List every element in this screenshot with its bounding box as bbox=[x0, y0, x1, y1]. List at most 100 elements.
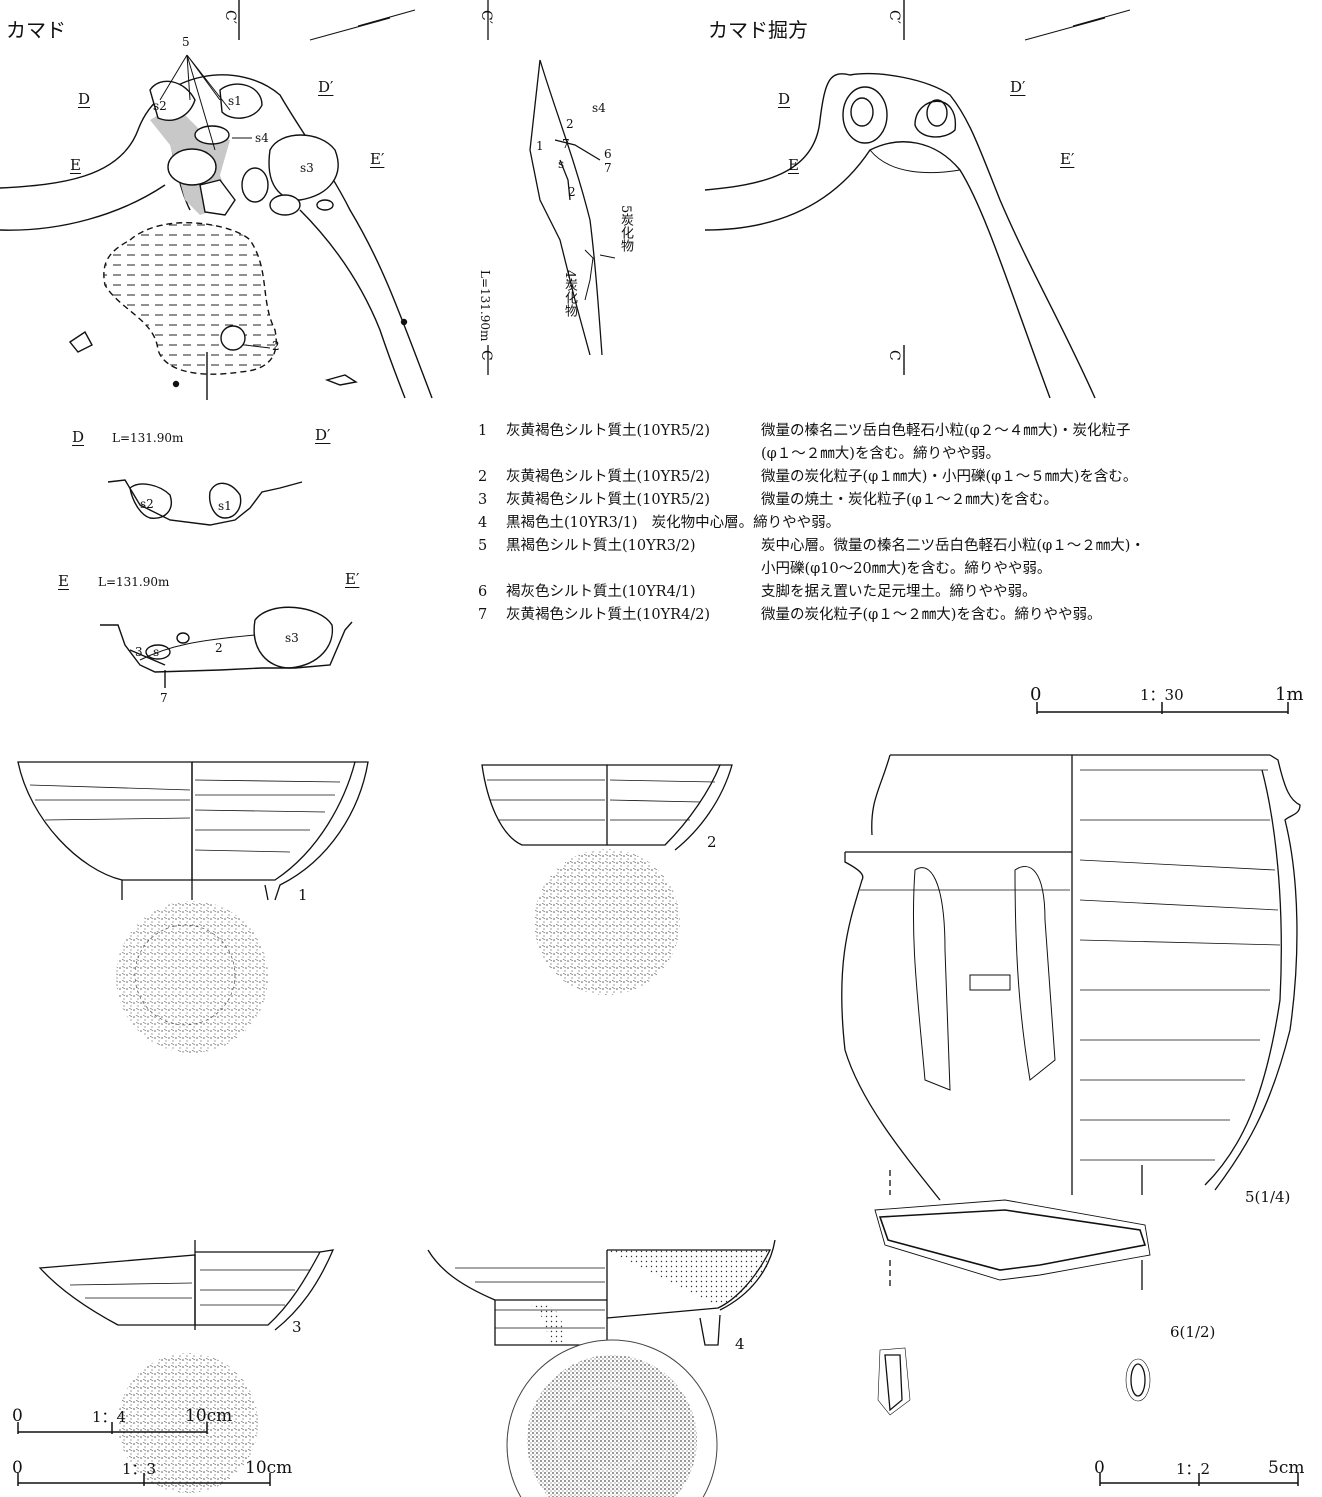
scale-2 bbox=[1099, 1473, 1299, 1486]
kamado-pit-plan bbox=[704, 0, 1131, 399]
label-s2: s2 bbox=[153, 99, 167, 113]
legend-row-6: 6 褐灰色シルト質土(10YR4/1) 支脚を据え置いた足元埋土。締りやや弱。 bbox=[478, 581, 1318, 604]
layer-legend: 1 灰黄褐色シルト質土(10YR5/2) 微量の榛名二ツ岳白色軽石小粒(φ２～４… bbox=[478, 420, 1318, 627]
scale-2-end: 5cm bbox=[1268, 1458, 1305, 1478]
legend-soil-name: 黒褐色シルト質土(10YR3/2) bbox=[506, 538, 696, 554]
legend-number: 1 bbox=[478, 423, 488, 439]
label-stone-group: 5 bbox=[182, 35, 190, 49]
legend-number: 5 bbox=[478, 538, 488, 554]
artifact-4 bbox=[427, 1239, 776, 1497]
section-e-prime-mark: E′ bbox=[345, 570, 360, 588]
scale-4-ratio: 1：4 bbox=[92, 1408, 127, 1426]
label-s4: s4 bbox=[255, 131, 269, 145]
section-e-mark: E bbox=[58, 572, 69, 590]
legend-row-5: 5 黒褐色シルト質土(10YR3/2) 炭中心層。微量の榛名二ツ岳白色軽石小粒(… bbox=[478, 535, 1318, 558]
section-e-label-s: s bbox=[153, 645, 160, 659]
section-e-label-s3: s3 bbox=[285, 631, 299, 645]
kamado-plan bbox=[0, 0, 433, 400]
legend-soil-name: 灰黄褐色シルト質土(10YR5/2) bbox=[506, 423, 711, 439]
mark-c-prime: C′ bbox=[222, 10, 238, 24]
section-d-label-s2: s2 bbox=[140, 497, 154, 511]
scale-3-zero: 0 bbox=[12, 1458, 23, 1478]
pit-mark-c-prime: C′ bbox=[886, 10, 902, 24]
section-d-elevation: L=131.90m bbox=[112, 431, 184, 445]
artifact-1-number: 1 bbox=[298, 886, 308, 904]
profile-label-charcoal-4: 4炭化物 bbox=[562, 270, 577, 318]
scale-3-end: 10cm bbox=[245, 1458, 293, 1478]
scale-3 bbox=[17, 1473, 271, 1486]
label-s3: s3 bbox=[300, 161, 314, 175]
profile-label-charcoal-5: 5炭化物 bbox=[618, 205, 633, 253]
legend-number: 6 bbox=[478, 584, 488, 600]
artifact-5-number: 5(1/4) bbox=[1245, 1188, 1291, 1206]
scale-30 bbox=[1036, 702, 1289, 714]
legend-description: 支脚を据え置いた足元埋土。締りやや弱。 bbox=[761, 584, 1037, 600]
legend-row-1: 1 灰黄褐色シルト質土(10YR5/2) 微量の榛名二ツ岳白色軽石小粒(φ２～４… bbox=[478, 420, 1318, 443]
profile-elevation: L=131.90m bbox=[478, 270, 492, 342]
scale-2-zero: 0 bbox=[1094, 1458, 1105, 1478]
pit-mark-e-prime: E′ bbox=[1060, 150, 1075, 168]
legend-number: 2 bbox=[478, 469, 488, 485]
legend-description: 炭化物中心層。締りやや弱。 bbox=[651, 515, 841, 531]
artifact-2 bbox=[481, 764, 733, 995]
legend-soil-name: 黒褐色土(10YR3/1) bbox=[506, 515, 638, 531]
profile-c bbox=[487, 0, 616, 375]
section-e-elevation: L=131.90m bbox=[98, 575, 170, 589]
legend-soil-name: 灰黄褐色シルト質土(10YR5/2) bbox=[506, 469, 711, 485]
legend-description: 微量の焼土・炭化粒子(φ１～２㎜大)を含む。 bbox=[761, 492, 1058, 508]
legend-row-4: 4 黒褐色土(10YR3/1) 炭化物中心層。締りやや弱。 bbox=[478, 512, 1318, 535]
legend-row-2: 2 灰黄褐色シルト質土(10YR5/2) 微量の炭化粒子(φ１㎜大)・小円礫(φ… bbox=[478, 466, 1318, 489]
pit-mark-c: C bbox=[886, 350, 902, 361]
scale-3-ratio: 1：3 bbox=[122, 1460, 157, 1478]
profile-label-2: 2 bbox=[566, 117, 574, 131]
profile-mark-c: C bbox=[478, 350, 494, 361]
profile-label-s: s bbox=[558, 157, 565, 171]
legend-number: 3 bbox=[478, 492, 488, 508]
legend-row-3: 3 灰黄褐色シルト質土(10YR5/2) 微量の焼土・炭化粒子(φ１～２㎜大)を… bbox=[478, 489, 1318, 512]
pit-mark-d-prime: D′ bbox=[1010, 78, 1026, 96]
artifact-4-number: 4 bbox=[735, 1335, 745, 1353]
artifact-6 bbox=[874, 1165, 1151, 1416]
scale-4-end: 10cm bbox=[185, 1406, 233, 1426]
section-e bbox=[100, 606, 353, 688]
legend-soil-name: 灰黄褐色シルト質土(10YR4/2) bbox=[506, 607, 711, 623]
kamado-title: カマド bbox=[6, 18, 66, 42]
scale-2-ratio: 1：2 bbox=[1176, 1460, 1211, 1478]
scale-4 bbox=[17, 1422, 208, 1434]
mark-d-prime: D′ bbox=[318, 78, 334, 96]
profile-label-s4: s4 bbox=[592, 101, 606, 115]
profile-label-6: 6 bbox=[604, 147, 612, 161]
pit-mark-e: E bbox=[788, 156, 799, 174]
section-d bbox=[107, 479, 303, 526]
legend-soil-name: 灰黄褐色シルト質土(10YR5/2) bbox=[506, 492, 711, 508]
legend-description: 微量の榛名二ツ岳白色軽石小粒(φ２～４㎜大)・炭化粒子 bbox=[761, 423, 1131, 439]
legend-description: 微量の炭化粒子(φ１㎜大)・小円礫(φ１～５㎜大)を含む。 bbox=[761, 469, 1138, 485]
artifact-5 bbox=[841, 754, 1301, 1201]
scale-30-ratio: 1：30 bbox=[1140, 686, 1184, 704]
legend-description: 炭中心層。微量の榛名二ツ岳白色軽石小粒(φ１～２㎜大)・ bbox=[761, 538, 1145, 554]
artifact-3 bbox=[38, 1240, 335, 1493]
legend-row-7: 7 灰黄褐色シルト質土(10YR4/2) 微量の炭化粒子(φ１～２㎜大)を含む。… bbox=[478, 604, 1318, 627]
scale-30-zero: 0 bbox=[1030, 684, 1042, 705]
profile-label-7b: 7 bbox=[604, 161, 612, 175]
profile-label-1: 1 bbox=[536, 139, 544, 153]
section-d-label-s1: s1 bbox=[218, 499, 232, 513]
kamado-pit-title: カマド掘方 bbox=[708, 18, 808, 42]
pit-mark-d: D bbox=[778, 90, 791, 108]
section-e-label-3: 3 bbox=[135, 645, 143, 659]
mark-d: D bbox=[78, 90, 91, 108]
section-d-mark: D bbox=[72, 428, 85, 446]
artifact-6-number: 6(1/2) bbox=[1170, 1323, 1216, 1341]
mark-e: E bbox=[70, 156, 81, 174]
legend-description: 微量の炭化粒子(φ１～２㎜大)を含む。締りやや弱。 bbox=[761, 607, 1102, 623]
mark-e-prime: E′ bbox=[370, 150, 385, 168]
section-d-prime-mark: D′ bbox=[315, 426, 331, 444]
scale-4-zero: 0 bbox=[12, 1406, 23, 1426]
artifact-1 bbox=[17, 761, 369, 1053]
profile-label-7: 7 bbox=[562, 137, 570, 151]
legend-number: 4 bbox=[478, 515, 488, 531]
legend-continuation: 小円礫(φ10～20㎜大)を含む。締りやや弱。 bbox=[761, 561, 1052, 577]
scale-30-end: 1m bbox=[1275, 684, 1304, 705]
